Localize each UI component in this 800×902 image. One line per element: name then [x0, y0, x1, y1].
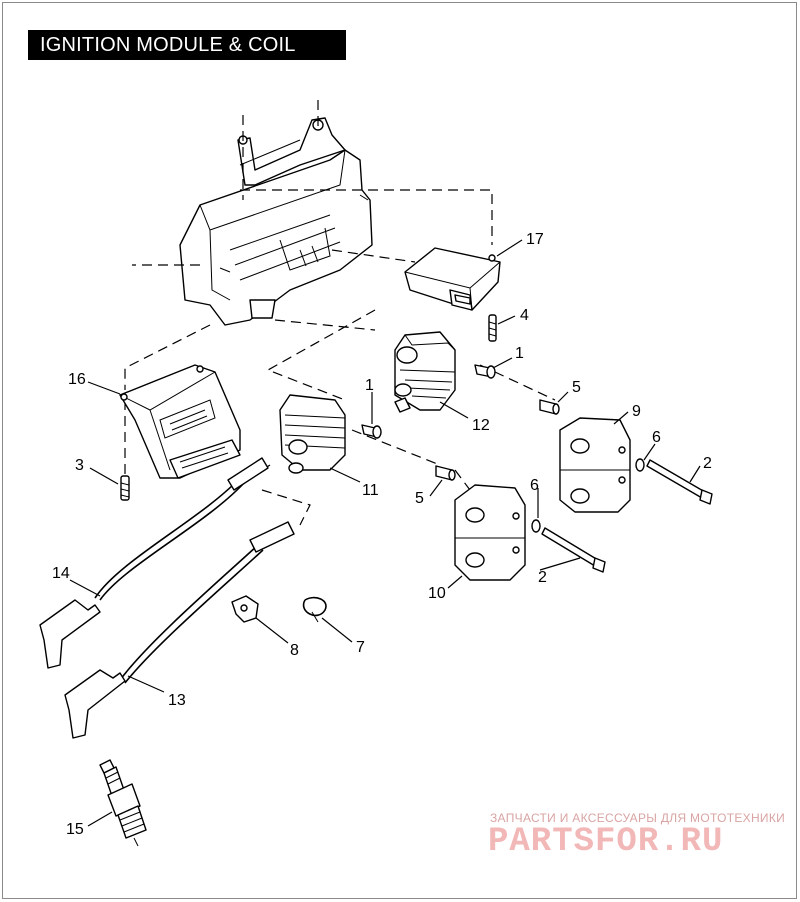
part-13-spark-plug-wire: [64, 521, 295, 739]
part-14-spark-plug-wire: [39, 457, 269, 669]
part-6-washer-lower: [531, 519, 541, 533]
callout-10: 10: [428, 585, 446, 602]
callout-5-upper: 5: [572, 379, 581, 396]
callout-1-upper: 1: [515, 345, 524, 362]
callout-2-lower: 2: [538, 569, 547, 586]
part-6-washer-upper: [635, 458, 645, 472]
part-5-spacer-lower: [435, 465, 456, 481]
callout-labels: 17 4 1 1 5 5 9 6 6 2 2 12 11 16 3 10 14 …: [52, 231, 712, 838]
diagram-title: IGNITION MODULE & COIL: [28, 30, 346, 60]
leader-lines: [69, 239, 701, 827]
callout-16: 16: [68, 371, 86, 388]
callout-13: 13: [168, 692, 186, 709]
callout-14: 14: [52, 565, 70, 582]
callout-12: 12: [472, 417, 490, 434]
watermark-brand: PARTSFOR.RU: [488, 823, 723, 861]
part-8-wire-clip: [231, 595, 259, 623]
part-7-cable-strap: [302, 596, 327, 623]
callout-7: 7: [356, 639, 365, 656]
part-4-screw: [488, 314, 497, 342]
part-11-ignition-coil: [279, 394, 346, 474]
callout-1-lower: 1: [365, 377, 374, 394]
callout-8: 8: [290, 642, 299, 659]
callout-6-lower: 6: [530, 477, 539, 494]
part-1-screw-lower: [361, 424, 382, 439]
part-10-coil-cover: [454, 484, 526, 581]
callout-11: 11: [362, 482, 379, 499]
callout-3: 3: [75, 457, 84, 474]
part-16-ignition-control-module: [119, 364, 241, 479]
callout-6-upper: 6: [652, 429, 661, 446]
part-1-screw-upper: [474, 364, 496, 379]
callout-2-upper: 2: [703, 455, 712, 472]
callout-17: 17: [526, 231, 544, 248]
callout-9: 9: [632, 403, 641, 420]
part-2-bolt-lower: [541, 527, 606, 573]
part-15-spark-plug: [99, 759, 147, 847]
watermark-tagline: ЗАПЧАСТИ И АКСЕССУАРЫ ДЛЯ МОТОТЕХНИКИ: [490, 811, 785, 825]
part-2-bolt-upper: [646, 459, 713, 505]
callout-4: 4: [520, 307, 529, 324]
callout-15: 15: [66, 821, 84, 838]
part-3-screw: [120, 475, 130, 501]
watermark: ЗАПЧАСТИ И АКСЕССУАРЫ ДЛЯ МОТОТЕХНИКИ PA…: [488, 811, 785, 861]
part-12-ignition-coil: [394, 331, 456, 413]
callout-5-lower: 5: [415, 490, 424, 507]
part-17-ignition-module: [404, 247, 501, 311]
mounting-bracket: [179, 100, 373, 326]
part-5-spacer-upper: [539, 399, 560, 415]
part-9-coil-cover: [559, 417, 631, 513]
